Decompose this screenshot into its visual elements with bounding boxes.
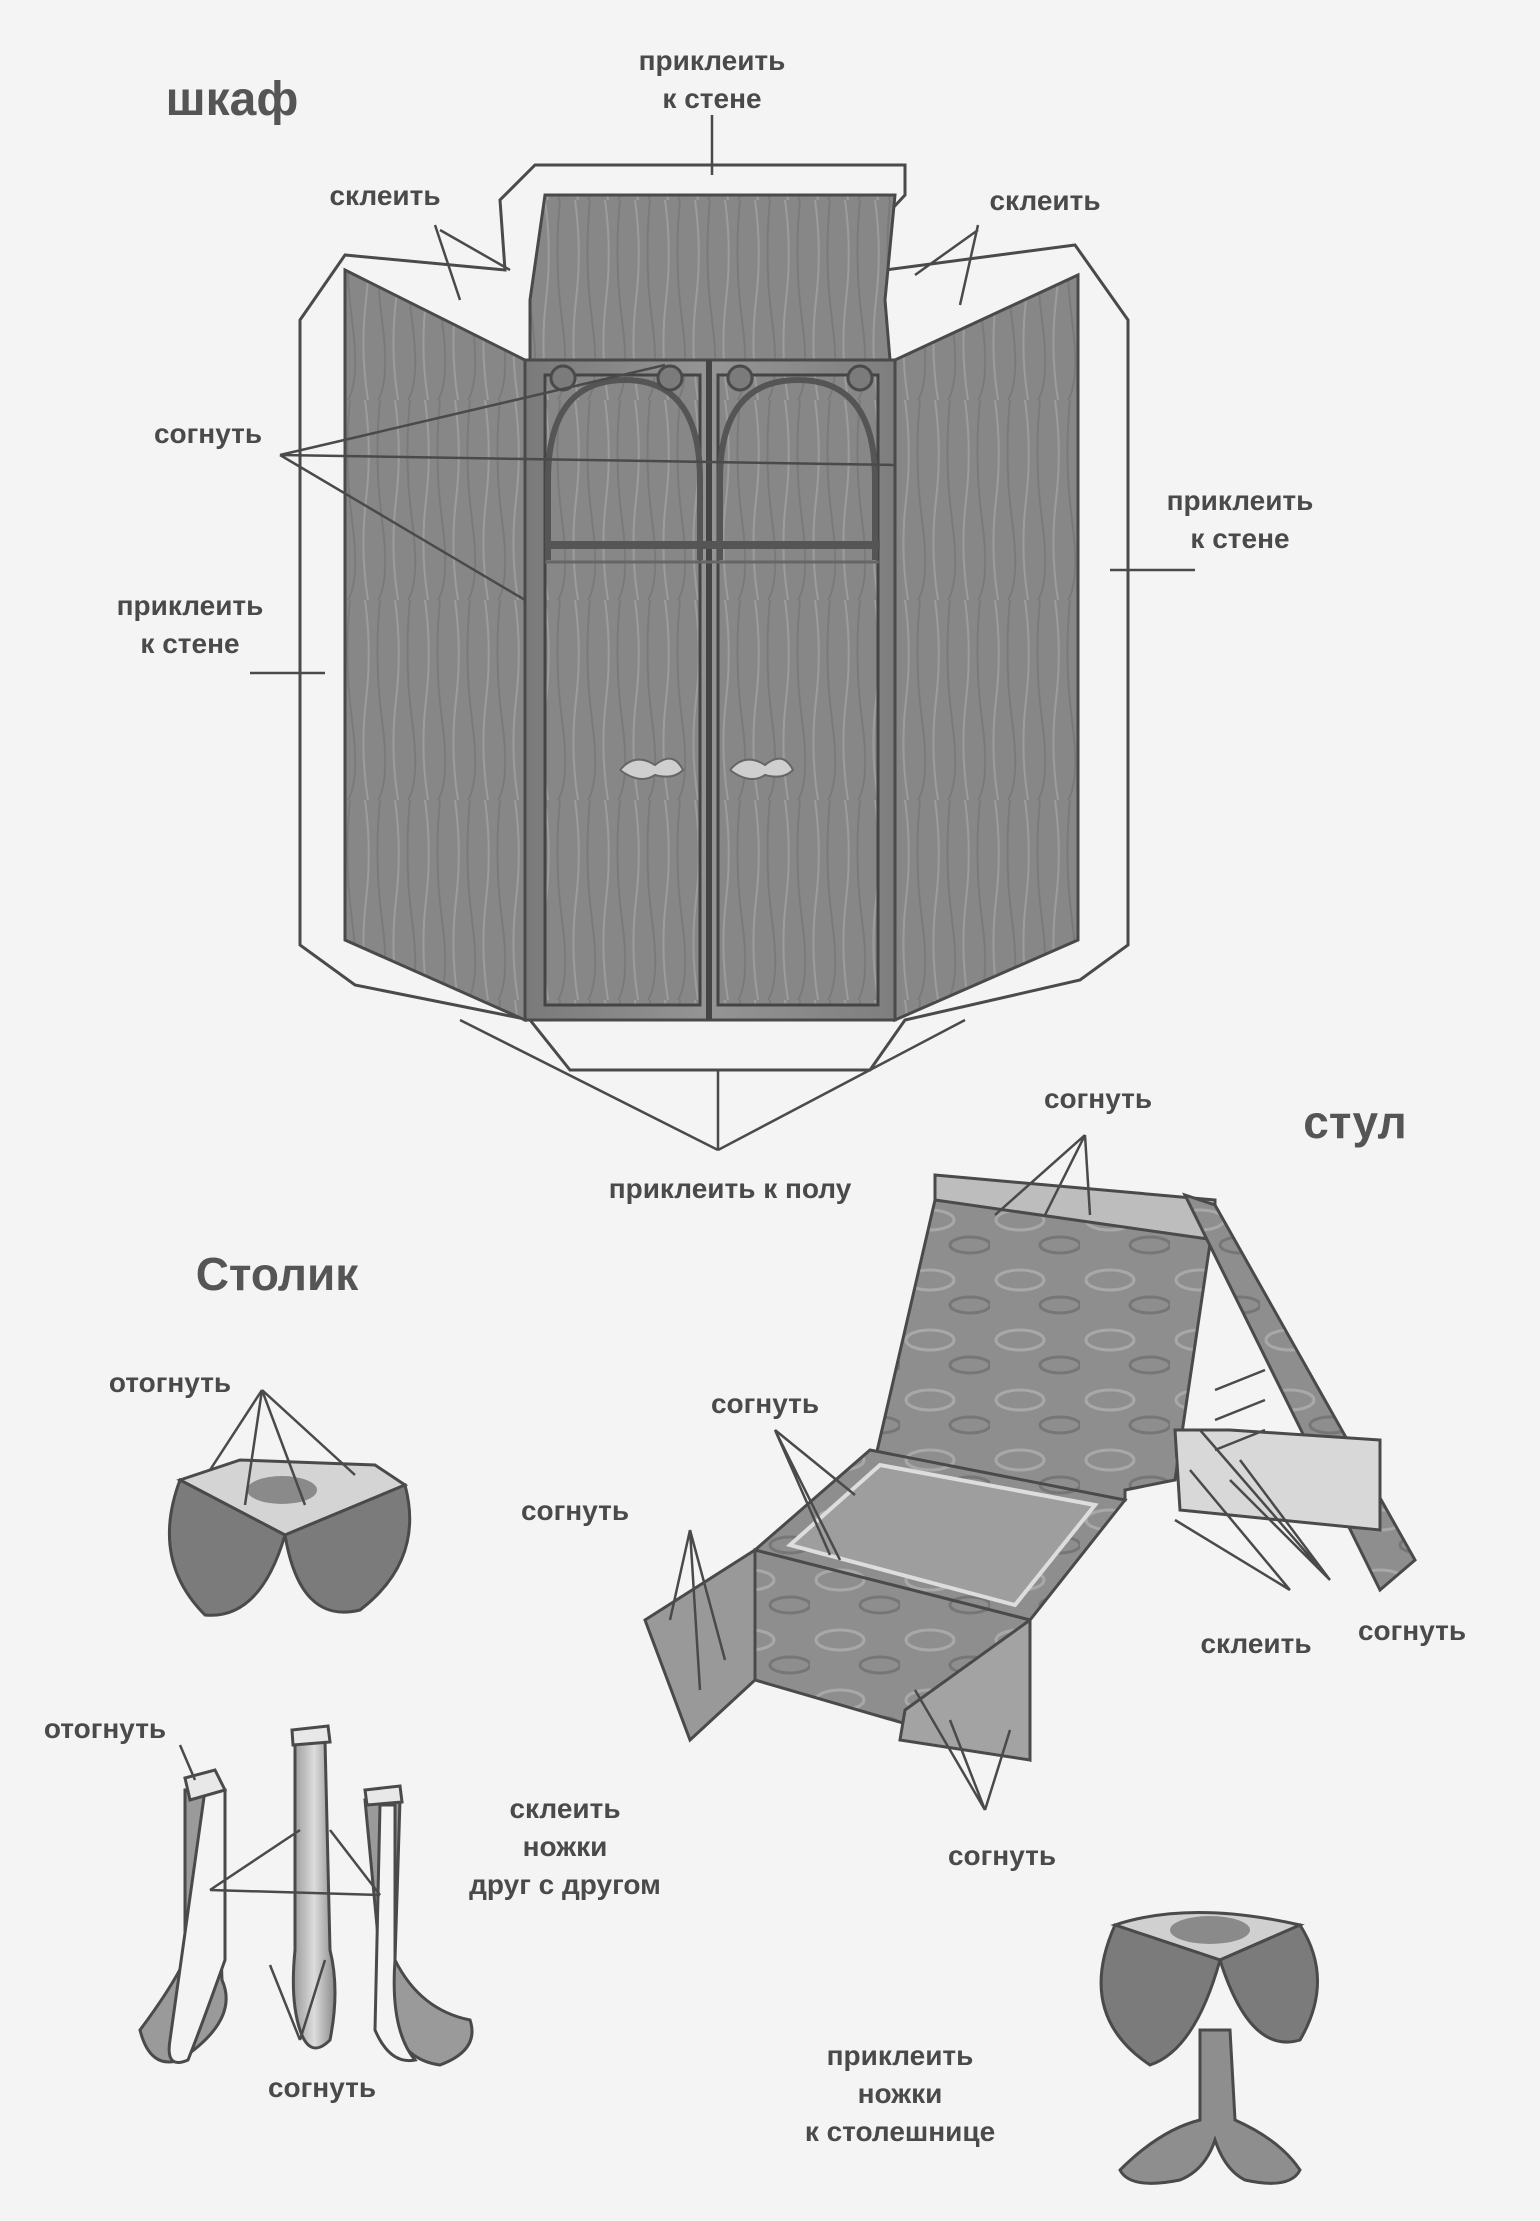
diagram-labels: шкаф стул Столик приклеить к стене склеи… — [44, 45, 1466, 2147]
table-legs-leaders — [178, 1744, 381, 2041]
chair-cutout — [643, 1173, 1417, 1762]
label-glue-wall-right-1: приклеить — [1167, 485, 1314, 516]
label-glue-wall-top-2: к стене — [662, 83, 761, 114]
label-glue-legs-3: друг с другом — [469, 1869, 661, 1900]
label-fold-chair-left: согнуть — [521, 1495, 629, 1526]
table-legs-cutout — [138, 1724, 474, 2067]
title-chair: стул — [1303, 1096, 1406, 1148]
table-top-cutout — [167, 1458, 412, 1617]
chair-leaders — [668, 1134, 1331, 1811]
label-fold-back-top: отогнуть — [109, 1367, 231, 1398]
wardrobe-leaders — [250, 115, 1195, 1152]
assembled-table — [1099, 1911, 1319, 2185]
label-fold-chair-seat: согнуть — [711, 1388, 819, 1419]
label-attach-legs-2: ножки — [858, 2078, 943, 2109]
label-glue-wall-left-2: к стене — [140, 628, 239, 659]
label-glue-chair: склеить — [1200, 1628, 1311, 1659]
wardrobe-cutout — [298, 163, 1130, 1072]
title-wardrobe: шкаф — [166, 73, 299, 126]
label-fold-chair-right: согнуть — [1358, 1615, 1466, 1646]
label-glue-top-right: склеить — [989, 185, 1100, 216]
label-fold-back-legs: отогнуть — [44, 1713, 166, 1744]
label-glue-floor: приклеить к полу — [609, 1173, 852, 1204]
label-attach-legs-3: к столешнице — [805, 2116, 995, 2147]
label-glue-top-left: склеить — [329, 180, 440, 211]
label-glue-wall-top-1: приклеить — [639, 45, 786, 76]
label-glue-legs-1: склеить — [509, 1793, 620, 1824]
label-glue-wall-right-2: к стене — [1190, 523, 1289, 554]
label-glue-wall-left-1: приклеить — [117, 590, 264, 621]
label-glue-legs-2: ножки — [523, 1831, 608, 1862]
title-table: Столик — [196, 1248, 360, 1300]
label-fold-chair-bottom: согнуть — [948, 1840, 1056, 1871]
label-fold-legs: согнуть — [268, 2072, 376, 2103]
table-top-leaders — [208, 1389, 356, 1506]
label-fold-wardrobe: согнуть — [154, 418, 262, 449]
label-attach-legs-1: приклеить — [827, 2040, 974, 2071]
label-fold-chair-top: согнуть — [1044, 1083, 1152, 1114]
